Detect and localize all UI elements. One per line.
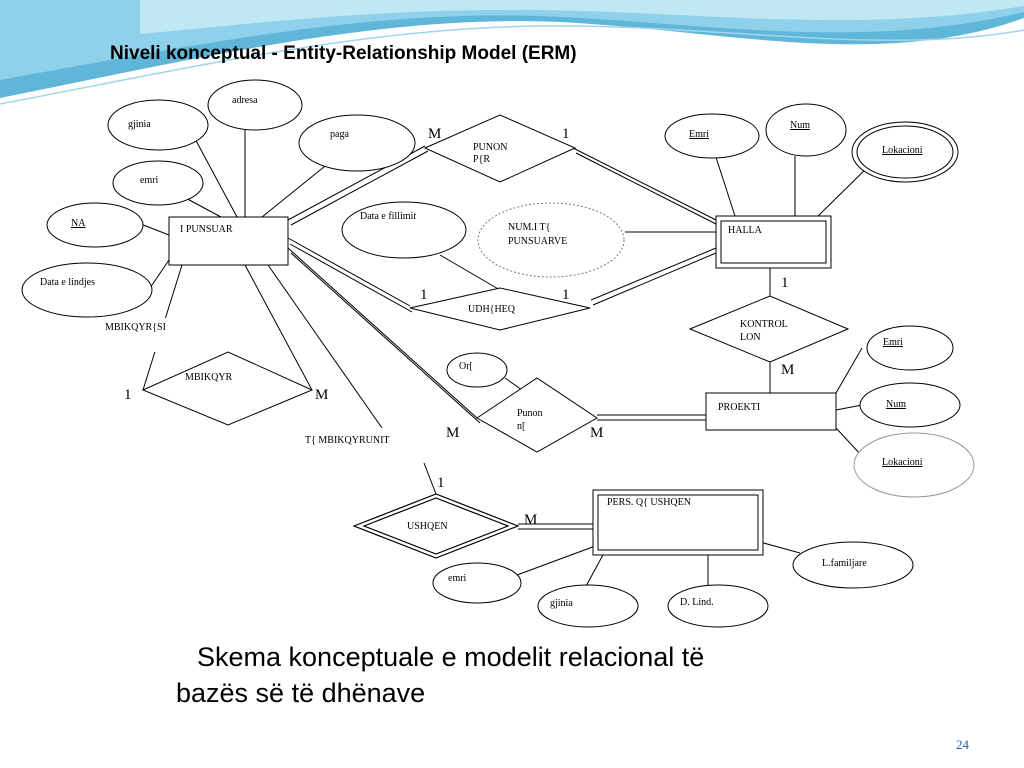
page-number: 24: [956, 737, 970, 752]
attribute-adresa[interactable]: adresa: [207, 79, 303, 131]
attribute-label: Data e fillimit: [360, 211, 416, 222]
cardinality: M: [590, 425, 603, 441]
relationship-mbikqyr[interactable]: MBIKQYR: [141, 351, 314, 426]
relationship-label: UDH{HEQ: [468, 304, 516, 315]
relationship-label: LON: [740, 332, 761, 343]
punon-p-halla-lines: [144, 147, 717, 352]
relationship-label: MBIKQYR: [185, 372, 233, 383]
attribute-proekti-emri[interactable]: Emri: [866, 325, 954, 371]
entity-label: HALLA: [728, 225, 763, 236]
attribute-pers-gjinia[interactable]: gjinia: [537, 584, 639, 628]
attribute-label: Data e lindjes: [40, 277, 95, 288]
double-lines: [287, 145, 771, 530]
relationship-udheq[interactable]: UDH{HEQ: [409, 287, 591, 331]
attribute-proekti-lokacioni[interactable]: Lokacioni: [853, 432, 975, 498]
relationship-label: PUNON: [473, 142, 507, 153]
attribute-label: L.familjare: [822, 558, 867, 569]
cardinality: 1: [562, 126, 570, 142]
entity-label: PERS. Q{ USHQEN: [607, 497, 691, 508]
attribute-d-lind[interactable]: D. Lind.: [667, 584, 769, 628]
entity-halla[interactable]: HALLA: [715, 215, 832, 269]
caption-line-1: Skema konceptuale e modelit relacional t…: [197, 642, 704, 672]
relationship-label: USHQEN: [407, 521, 448, 532]
attribute-label: NUM.I T{: [508, 222, 550, 233]
attribute-na-key[interactable]: NA: [46, 202, 144, 248]
attribute-label: Lokacioni: [882, 145, 923, 156]
attribute-label: D. Lind.: [680, 597, 714, 608]
relationship-kontrollon[interactable]: KONTROL LON: [688, 295, 850, 363]
entity-i-punsuar[interactable]: I PUNSUAR: [168, 216, 289, 266]
attribute-emri[interactable]: emri: [112, 160, 204, 206]
relationship-label: P{R: [473, 154, 490, 165]
attribute-ore[interactable]: Or[: [446, 352, 508, 388]
attribute-label: emri: [448, 573, 467, 584]
cardinality: 1: [124, 387, 132, 403]
attribute-data-e-lindjes[interactable]: Data e lindjes: [21, 262, 153, 318]
attribute-label: Num: [886, 399, 906, 410]
entity-label: I PUNSUAR: [180, 224, 233, 235]
attribute-halla-emri[interactable]: Emri: [664, 113, 760, 159]
page-title: Niveli konceptual - Entity-Relationship …: [110, 43, 577, 64]
role-label-mbikqyrsi: MBIKQYR{SI: [95, 318, 227, 352]
cardinality: M: [315, 387, 328, 403]
attribute-halla-lokacioni-multivalued[interactable]: Lokacioni: [851, 121, 959, 183]
relationship-punon-p[interactable]: PUNON P{R: [423, 114, 577, 183]
attribute-label: emri: [140, 175, 159, 186]
relationship-label: Punon: [517, 408, 543, 419]
attribute-data-e-fillimit[interactable]: Data e fillimit: [341, 201, 467, 259]
attribute-pers-emri[interactable]: emri: [432, 562, 522, 604]
cardinalities: M 1 1 1 1 M 1 M M M 1 M: [124, 126, 794, 528]
attribute-label: gjinia: [550, 598, 573, 609]
attribute-proekti-num[interactable]: Num: [859, 382, 961, 428]
attribute-halla-num[interactable]: Num: [765, 103, 847, 157]
caption-line-2: bazës së të dhënave: [176, 678, 425, 708]
attribute-label: gjinia: [128, 119, 151, 130]
entity-label: PROEKTI: [718, 402, 760, 413]
attribute-label: NA: [71, 218, 86, 229]
cardinality: M: [428, 126, 441, 142]
relationship-ushqen[interactable]: USHQEN: [352, 493, 520, 559]
attribute-label: Lokacioni: [882, 457, 923, 468]
cardinality: 1: [437, 475, 445, 491]
relationship-label: n[: [517, 421, 525, 432]
attribute-label: Emri: [883, 337, 903, 348]
role-label-text: T{ MBIKQYRUNIT: [305, 435, 390, 446]
entity-pers-q-ushqen[interactable]: PERS. Q{ USHQEN: [592, 489, 764, 556]
role-label-mbikqyrunit: T{ MBIKQYRUNIT: [295, 428, 445, 462]
cardinality: M: [781, 362, 794, 378]
cardinality: 1: [562, 287, 570, 303]
header-wave: [0, 0, 1024, 105]
cardinality: 1: [781, 275, 789, 291]
cardinality: M: [446, 425, 459, 441]
attribute-label: Emri: [689, 129, 709, 140]
relationship-label: KONTROL: [740, 319, 788, 330]
attribute-label: adresa: [232, 95, 258, 106]
attribute-gjinia[interactable]: gjinia: [107, 99, 209, 151]
attribute-paga[interactable]: paga: [298, 114, 416, 172]
attribute-num-punsuarve-derived[interactable]: NUM.I T{ PUNSUARVE: [477, 202, 625, 278]
relationship-punon[interactable]: Punon n[: [476, 377, 598, 453]
attribute-l-familjare[interactable]: L.familjare: [792, 541, 914, 589]
cardinality: M: [524, 512, 537, 528]
role-label-text: MBIKQYR{SI: [105, 322, 166, 333]
cardinality: 1: [420, 287, 428, 303]
attribute-label: Or[: [459, 361, 473, 372]
attribute-label: Num: [790, 120, 810, 131]
entity-proekti[interactable]: PROEKTI: [705, 392, 837, 431]
attribute-label: PUNSUARVE: [508, 236, 567, 247]
attribute-label: paga: [330, 129, 349, 140]
